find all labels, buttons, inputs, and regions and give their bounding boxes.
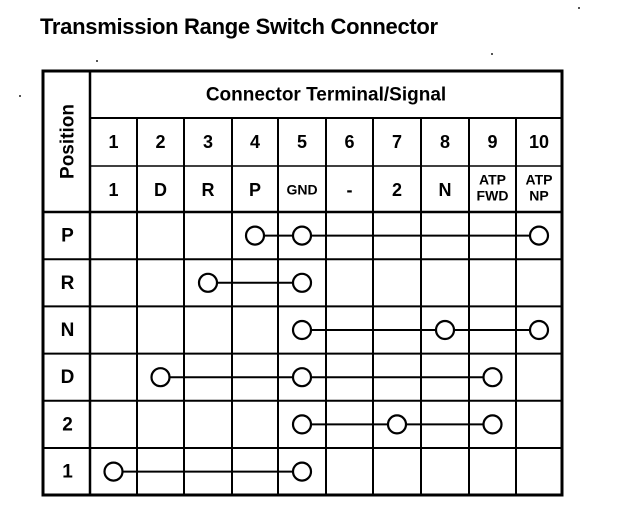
position-label: Position xyxy=(58,104,79,179)
terminal-number: 9 xyxy=(487,132,497,152)
terminal-number: 2 xyxy=(155,132,165,152)
connection-point xyxy=(103,461,124,482)
signal-name: 2 xyxy=(392,180,402,200)
position-value: 2 xyxy=(62,414,73,435)
connection-point xyxy=(244,225,266,246)
scan-speck xyxy=(19,95,21,97)
signal-name: D xyxy=(154,180,167,200)
scan-speck xyxy=(578,7,580,9)
connection-point xyxy=(528,319,550,341)
scan-speck xyxy=(491,53,493,55)
signal-name: R xyxy=(202,180,215,200)
connection-point xyxy=(386,414,408,435)
signal-name: GND xyxy=(286,182,317,198)
position-value: N xyxy=(61,320,75,341)
terminal-number: 7 xyxy=(392,132,402,152)
terminal-number: 5 xyxy=(297,132,307,152)
terminal-number: 6 xyxy=(344,132,354,152)
connection-point xyxy=(291,272,313,293)
connection-point xyxy=(291,367,313,388)
signal-name: FWD xyxy=(477,188,509,204)
connection-point xyxy=(150,367,171,388)
signal-name: - xyxy=(347,180,353,200)
signal-name: P xyxy=(249,180,261,200)
connection-point xyxy=(434,319,456,341)
connection-point xyxy=(482,414,503,435)
signal-name: ATP xyxy=(526,172,553,188)
connection-point xyxy=(291,461,313,482)
terminal-number: 4 xyxy=(250,132,260,152)
terminal-number: 3 xyxy=(203,132,213,152)
position-value: 1 xyxy=(62,462,73,483)
scan-speck xyxy=(96,60,98,62)
signal-name: ATP xyxy=(479,172,506,188)
connection-point xyxy=(291,319,313,341)
table-frame xyxy=(41,69,564,497)
signal-name: 1 xyxy=(108,180,118,200)
signal-name: NP xyxy=(529,188,548,204)
terminal-number: 10 xyxy=(529,132,549,152)
connection-point xyxy=(482,367,503,388)
signal-name: N xyxy=(439,180,452,200)
terminal-number: 8 xyxy=(440,132,450,152)
connection-point xyxy=(291,225,313,246)
connector-header: Connector Terminal/Signal xyxy=(206,85,446,106)
position-value: D xyxy=(61,367,75,388)
terminal-number: 1 xyxy=(108,132,118,152)
position-value: P xyxy=(61,226,74,247)
connection-point xyxy=(291,414,313,435)
connection-point xyxy=(197,272,219,293)
connection-point xyxy=(528,225,550,246)
position-value: R xyxy=(61,273,75,294)
diagram-title: Transmission Range Switch Connector xyxy=(40,14,438,39)
